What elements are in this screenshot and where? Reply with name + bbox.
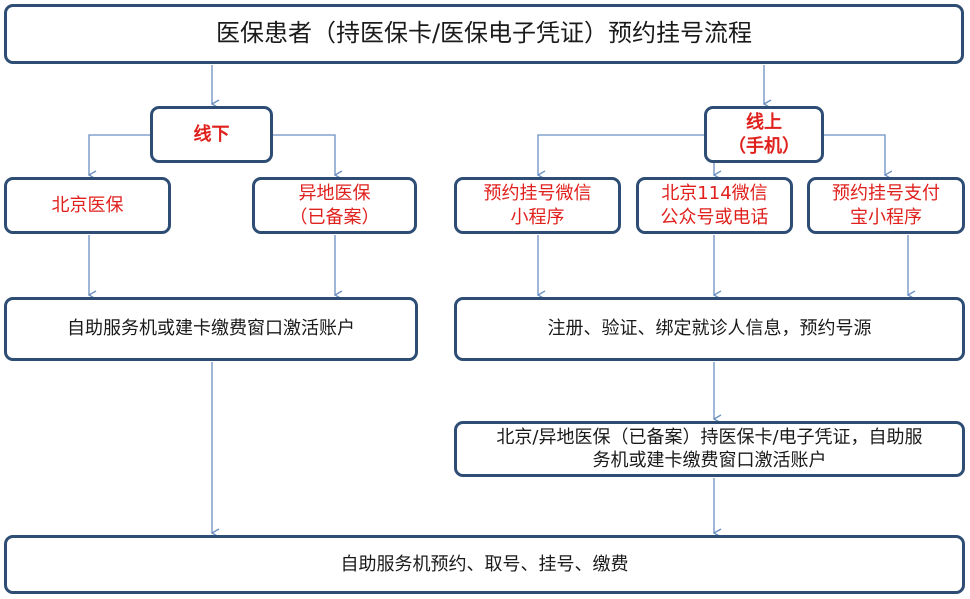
arrow-online-wechat	[536, 134, 704, 180]
node-alipay-line2: 宝小程序	[850, 206, 922, 228]
node-online-register-label: 注册、验证、绑定就诊人信息，预约号源	[547, 318, 872, 340]
node-online-activate: 北京/异地医保（已备案）持医保卡/电子凭证，自助服 务机或建卡缴费窗口激活账户	[454, 421, 965, 477]
flow-title: 医保患者（持医保卡/医保电子凭证）预约挂号流程	[4, 4, 964, 64]
arrow-offline-other	[273, 134, 343, 180]
node-alipay-miniprogram: 预约挂号支付 宝小程序	[807, 177, 965, 234]
node-offline: 线下	[150, 106, 273, 163]
node-online-activate-line1: 北京/异地医保（已备案）持医保卡/电子凭证，自助服	[496, 426, 923, 448]
node-bj114-line1: 北京114微信	[661, 183, 768, 205]
node-other-insurance-line1: 异地医保	[298, 183, 371, 205]
node-alipay-line1: 预约挂号支付	[832, 183, 940, 205]
node-online-activate-line2: 务机或建卡缴费窗口激活账户	[592, 450, 827, 471]
node-final-label: 自助服务机预约、取号、挂号、缴费	[340, 553, 629, 575]
node-offline-activate: 自助服务机或建卡缴费窗口激活账户	[4, 297, 418, 361]
node-online-line1: 线上	[746, 112, 782, 134]
node-wechat-miniprogram: 预约挂号微信 小程序	[454, 177, 621, 234]
node-final: 自助服务机预约、取号、挂号、缴费	[4, 535, 965, 594]
node-other-insurance: 异地医保 （已备案）	[252, 177, 417, 234]
node-other-insurance-line2: （已备案）	[289, 206, 380, 228]
node-offline-activate-label: 自助服务机或建卡缴费窗口激活账户	[67, 318, 355, 340]
node-beijing-insurance: 北京医保	[4, 177, 171, 234]
node-wechat-line2: 小程序	[510, 206, 565, 228]
arrow-online-alipay	[824, 134, 893, 180]
flow-title-text: 医保患者（持医保卡/医保电子凭证）预约挂号流程	[215, 19, 753, 48]
node-online-line2: （手机）	[728, 135, 800, 157]
node-wechat-line1: 预约挂号微信	[483, 183, 592, 205]
node-offline-label: 线下	[193, 123, 230, 145]
node-online: 线上 （手机）	[704, 106, 824, 163]
node-beijing-insurance-label: 北京医保	[51, 194, 124, 216]
node-bj114-line2: 公众号或电话	[660, 206, 769, 228]
arrow-offline-beijing	[87, 134, 150, 180]
node-online-register: 注册、验证、绑定就诊人信息，预约号源	[454, 297, 965, 361]
node-bj114: 北京114微信 公众号或电话	[636, 177, 793, 234]
